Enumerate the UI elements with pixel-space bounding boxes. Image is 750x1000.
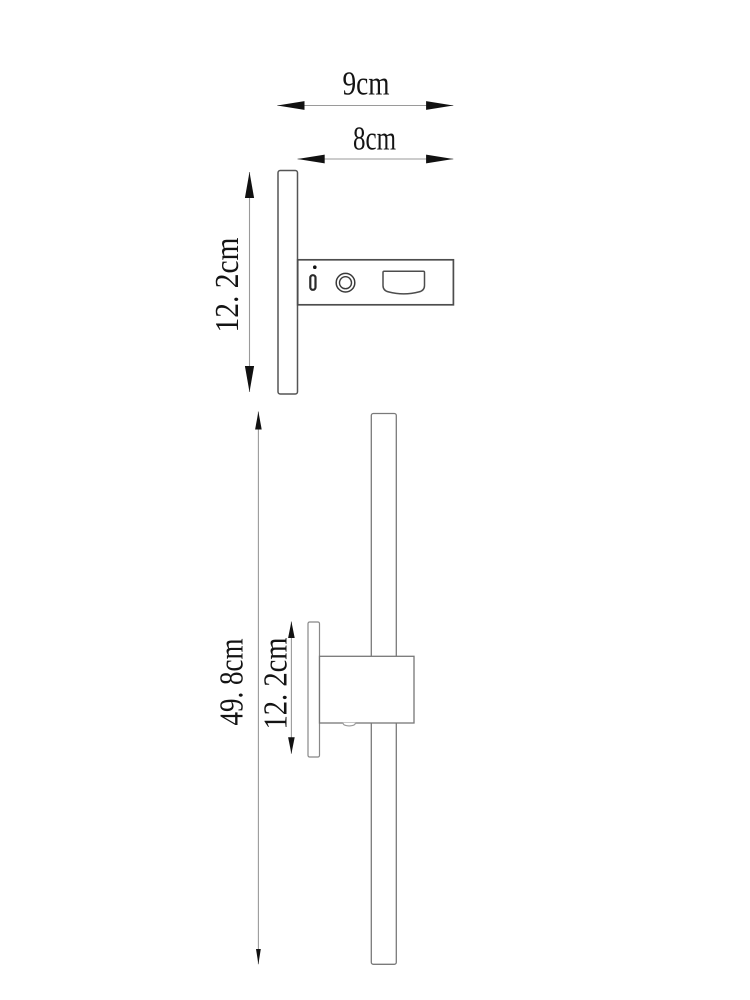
svg-text:9cm: 9cm [343,66,390,103]
svg-text:49. 8cm: 49. 8cm [214,639,251,726]
svg-text:12. 2cm: 12. 2cm [209,238,246,333]
svg-text:8cm: 8cm [353,121,396,158]
svg-text:12. 2cm: 12. 2cm [258,638,295,730]
